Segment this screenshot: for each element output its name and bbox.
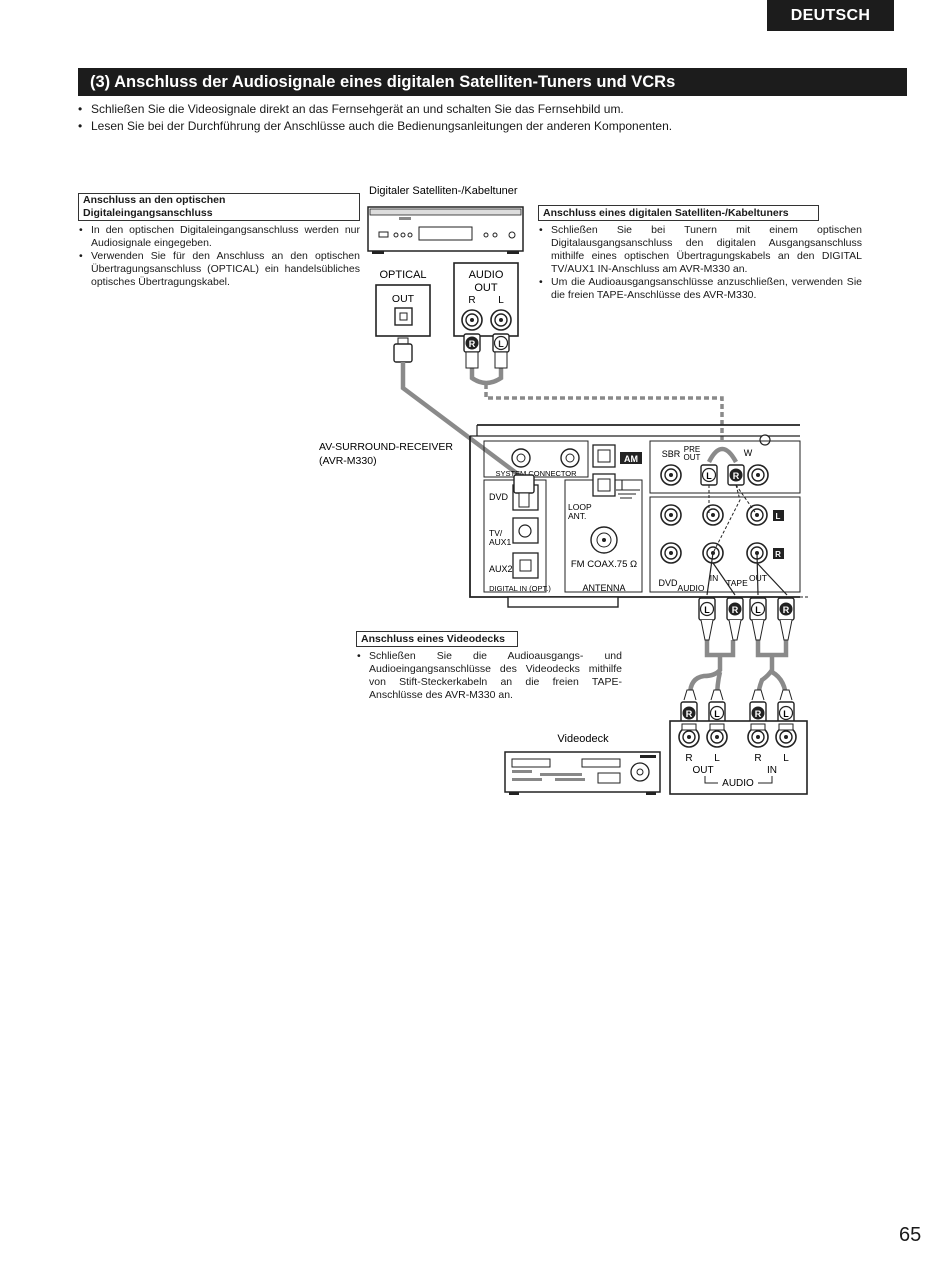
vcr-box-title: Anschluss eines Videodecks: [356, 631, 518, 647]
rca-jack-icon: [747, 464, 769, 486]
rx-dvd-label: DVD: [489, 492, 509, 502]
tuner-to-tape-cable: L R: [700, 446, 758, 554]
vcr-note: Schließen Sie die Audioausgangs- und Aud…: [356, 650, 622, 702]
optical-box-title: Anschluss an den optischen Digitaleingan…: [78, 193, 360, 221]
tuner-l-label: L: [498, 295, 504, 306]
tuner-audio-label: AUDIO: [469, 269, 504, 281]
optical-note: Verwenden Sie für den Anschluss an den o…: [78, 250, 360, 289]
section-title: (3) Anschluss der Audiosignale eines dig…: [78, 68, 907, 96]
rca-jack-icon: [702, 504, 724, 526]
tuner-box-title: Anschluss eines digitalen Satelliten-/Ka…: [538, 205, 819, 221]
plug-r-text: R: [686, 709, 693, 719]
rca-jack-icon: [490, 309, 512, 331]
rx-ant-label: ANT.: [568, 511, 586, 521]
tuner-note: Um die Audioausgangsanschlüsse anzuschli…: [538, 276, 862, 302]
rx-loop-label: LOOP: [568, 502, 592, 512]
plug-r-text: R: [732, 605, 739, 615]
plug-r-text: R: [733, 471, 740, 481]
intro-item: Lesen Sie bei der Durchführung der Ansch…: [78, 118, 908, 135]
vcr-out-label: OUT: [692, 765, 713, 776]
intro-item: Schließen Sie die Videosignale direkt an…: [78, 101, 908, 118]
vcr-device: [504, 751, 661, 795]
plug-r-text: R: [469, 339, 476, 349]
tuner-audio-out-label: OUT: [474, 282, 498, 294]
optical-cable: [393, 337, 525, 480]
plug-l-text: L: [704, 605, 710, 615]
rx-aux2-label: AUX2: [489, 564, 513, 574]
tuner-rca-cable: [469, 368, 724, 440]
rx-am-label: AM: [624, 454, 638, 464]
plug-l-icon: L: [492, 333, 510, 369]
vcr-in-label: IN: [767, 765, 777, 776]
rx-l-tag: L: [776, 512, 781, 521]
language-tab: DEUTSCH: [767, 0, 894, 31]
plug-l-text: L: [714, 709, 720, 719]
rx-sbr-label: SBR: [662, 449, 681, 459]
tuner-optical-out-label: OUT: [392, 293, 415, 305]
rx-tape-label: TAPE: [726, 578, 748, 588]
tuner-note: Schließen Sie bei Tunern mit einem optis…: [538, 224, 862, 276]
rx-digital-in: DIGITAL IN (OPT.): [489, 584, 551, 593]
receiver-model-label: (AVR-M330): [319, 455, 377, 467]
tuner-device: [367, 206, 524, 254]
rx-dvd-audio-label: DVD: [658, 578, 678, 588]
plug-l-text: L: [498, 339, 504, 349]
vcr-l-in-label: L: [783, 753, 789, 764]
vcr-plugs: R L R L: [680, 689, 795, 725]
vcr-r-out-label: R: [685, 753, 692, 764]
tape-to-vcr-plugs: L R L R: [687, 552, 810, 701]
plug-r-text: R: [783, 605, 790, 615]
tuner-optical-label: OPTICAL: [379, 269, 426, 281]
rx-sw-label: W: [744, 448, 753, 458]
optical-box-notes: In den optischen Digitaleingangsanschlus…: [78, 224, 360, 289]
rx-antenna-label: ANTENNA: [582, 583, 625, 593]
rca-jack-icon: [660, 504, 682, 526]
vcr-box-notes: Schließen Sie die Audioausgangs- und Aud…: [356, 650, 622, 702]
vcr-l-out-label: L: [714, 753, 720, 764]
vcr-audio-label: AUDIO: [722, 778, 754, 789]
tuner-r-label: R: [468, 295, 475, 306]
plug-r-icon: R: [463, 333, 481, 369]
tuner-label: Digitaler Satelliten-/Kabeltuner: [369, 185, 518, 197]
rx-aux1-label: AUX1: [489, 537, 511, 547]
rx-pre-out-label: OUT: [684, 453, 701, 462]
plug-l-text: L: [706, 471, 712, 481]
plug-l-text: L: [755, 605, 761, 615]
tuner-box-notes: Schließen Sie bei Tunern mit einem optis…: [538, 224, 862, 302]
rx-audio-label: AUDIO: [678, 583, 705, 593]
rx-r-tag: R: [775, 550, 781, 559]
rx-system-connector: SYSTEM CONNECTOR: [495, 469, 577, 478]
rca-jack-icon: [461, 309, 483, 331]
vcr-label: Videodeck: [557, 733, 609, 745]
ground-icon: [616, 480, 640, 499]
receiver-rear-panel: SYSTEM CONNECTOR DVD TV/ AUX1 AUX2 DIGIT…: [469, 424, 801, 608]
page-number: 65: [899, 1224, 922, 1246]
rx-fm-label: FM COAX.75 Ω: [571, 559, 637, 570]
rca-jack-icon: [660, 542, 682, 564]
plug-r-text: R: [755, 709, 762, 719]
rx-pre-label: PRE: [684, 445, 700, 454]
plug-l-text: L: [783, 709, 789, 719]
rca-jack-icon: [660, 464, 682, 486]
intro-list: Schließen Sie die Videosignale direkt an…: [78, 101, 908, 134]
rx-tv-label: TV/: [489, 528, 503, 538]
rx-in-label: IN: [710, 573, 719, 583]
optical-note: In den optischen Digitaleingangsanschlus…: [78, 224, 360, 250]
vcr-r-in-label: R: [754, 753, 761, 764]
receiver-label: AV-SURROUND-RECEIVER: [319, 441, 453, 453]
